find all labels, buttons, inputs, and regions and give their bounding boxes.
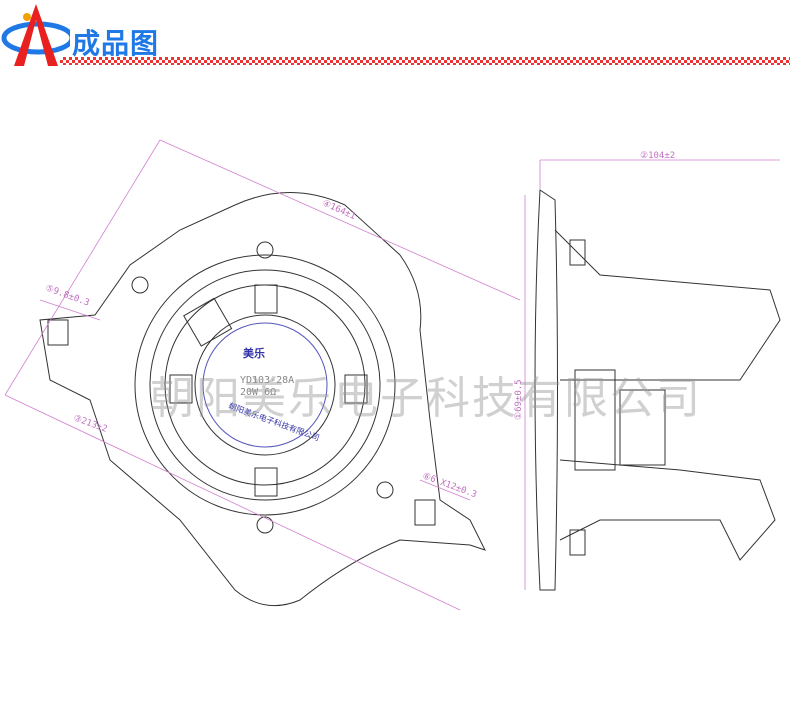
label-brand: 美乐 [243,346,265,360]
checkered-band [60,57,790,65]
page-title: 成品图 [72,27,160,60]
dim-5: ⑤9.8±0.3 [44,283,91,308]
dim-2: ②104±2 [640,151,675,161]
label-model: YD103-28A [240,375,294,386]
label-rating: 20W 6Ω [240,387,276,398]
dim-6: ⑥6 X12±0.3 [421,471,478,500]
logo-icon [1,4,70,66]
front-housing-outline [39,192,486,607]
dim-1: ①69±0.5 [514,379,524,420]
side-view-outline [534,189,558,591]
watermark: 朝阳美乐电子科技有限公司 [150,373,702,424]
dim-3: ③213±2 [72,413,108,434]
